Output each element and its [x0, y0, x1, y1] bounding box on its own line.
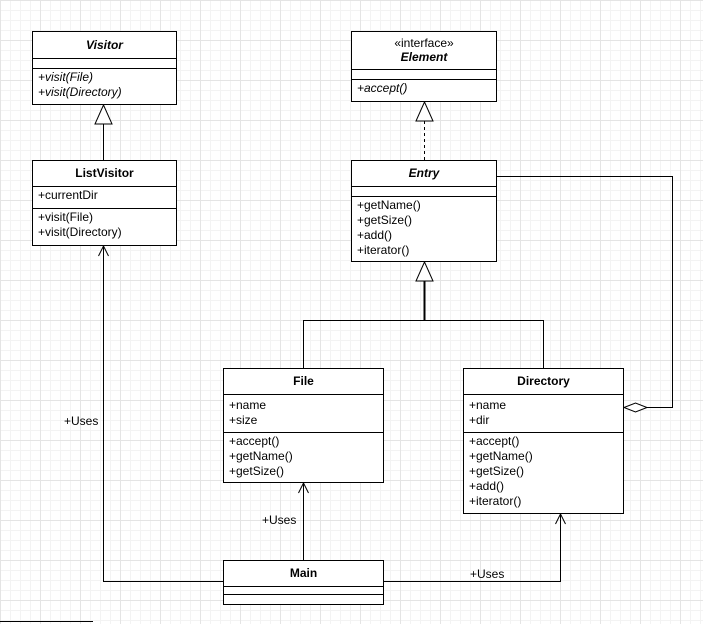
class-entry-name: Entry — [408, 166, 440, 180]
class-entry-attributes — [352, 187, 496, 197]
page-corner-divider — [0, 621, 93, 622]
class-main[interactable]: Main — [223, 560, 384, 605]
class-listvisitor-name: ListVisitor — [75, 166, 134, 180]
attribute: +name — [469, 398, 507, 412]
class-element-header: «interface» Element — [352, 32, 496, 70]
method: +add() — [357, 228, 393, 242]
method: +add() — [469, 479, 505, 493]
class-main-attributes — [224, 587, 383, 595]
class-directory-header: Directory — [464, 369, 623, 395]
entry-aggregation-line — [496, 176, 673, 408]
class-visitor-header: Visitor — [33, 32, 176, 59]
class-listvisitor[interactable]: ListVisitor +currentDir +visit(File) +vi… — [32, 160, 177, 246]
class-visitor-name: Visitor — [86, 37, 123, 52]
attribute: +currentDir — [38, 188, 98, 202]
method: +getSize() — [357, 213, 413, 227]
method: +iterator() — [357, 243, 410, 257]
method: +visit(File) — [38, 70, 94, 84]
class-element-name: Element — [400, 50, 448, 64]
class-entry-methods: +getName() +getSize() +add() +iterator() — [352, 197, 496, 260]
class-element[interactable]: «interface» Element +accept() — [351, 31, 497, 102]
class-main-header: Main — [224, 561, 383, 587]
entry-inheritance-arrow — [415, 260, 434, 282]
class-visitor[interactable]: Visitor +visit(File) +visit(Directory) — [32, 31, 177, 105]
class-element-stereotype: «interface» — [394, 36, 454, 50]
class-listvisitor-attributes: +currentDir — [33, 187, 176, 209]
attribute: +dir — [469, 413, 490, 427]
visitor-inheritance-arrow — [94, 103, 113, 125]
class-main-name: Main — [289, 566, 318, 580]
class-main-methods — [224, 595, 383, 603]
class-entry[interactable]: Entry +getName() +getSize() +add() +iter… — [351, 160, 497, 262]
method: +getName() — [229, 449, 293, 463]
directory-generalization-line — [424, 320, 544, 368]
file-generalization-line — [303, 320, 425, 368]
attribute: +name — [229, 398, 267, 412]
class-visitor-attributes — [33, 59, 176, 69]
directory-open-arrow — [555, 512, 566, 525]
method: +getName() — [469, 449, 533, 463]
main-directory-line — [383, 515, 561, 582]
uses-label-file: +Uses — [262, 513, 297, 527]
method: +accept() — [229, 434, 280, 448]
class-directory[interactable]: Directory +name +dir +accept() +getName(… — [463, 368, 624, 514]
method: +accept() — [357, 81, 408, 95]
class-entry-header: Entry — [352, 161, 496, 187]
attribute: +size — [229, 413, 258, 427]
method: +visit(File) — [38, 210, 94, 224]
method: +getSize() — [469, 464, 525, 478]
method: +visit(Directory) — [38, 225, 122, 239]
method: +getName() — [357, 198, 421, 212]
file-open-arrow — [298, 481, 309, 494]
uses-label-listvisitor: +Uses — [64, 414, 99, 428]
class-directory-attributes: +name +dir — [464, 395, 623, 433]
class-file-methods: +accept() +getName() +getSize() — [224, 433, 383, 481]
class-visitor-methods: +visit(File) +visit(Directory) — [33, 69, 176, 102]
class-file-attributes: +name +size — [224, 395, 383, 433]
listvisitor-open-arrow — [98, 244, 109, 257]
element-realization-arrow — [415, 100, 434, 122]
class-file[interactable]: File +name +size +accept() +getName() +g… — [223, 368, 384, 483]
class-directory-methods: +accept() +getName() +getSize() +add() +… — [464, 433, 623, 511]
aggregation-diamond — [622, 402, 649, 413]
method: +visit(Directory) — [38, 85, 122, 99]
class-element-methods: +accept() — [352, 80, 496, 98]
class-file-name: File — [293, 374, 314, 388]
method: +iterator() — [469, 494, 522, 508]
method: +accept() — [469, 434, 520, 448]
class-element-attributes — [352, 70, 496, 80]
class-listvisitor-methods: +visit(File) +visit(Directory) — [33, 209, 176, 242]
class-listvisitor-header: ListVisitor — [33, 161, 176, 187]
class-directory-name: Directory — [517, 374, 570, 388]
uses-label-directory: +Uses — [470, 567, 505, 581]
method: +getSize() — [229, 464, 285, 478]
class-file-header: File — [224, 369, 383, 395]
main-listvisitor-line — [103, 247, 224, 582]
